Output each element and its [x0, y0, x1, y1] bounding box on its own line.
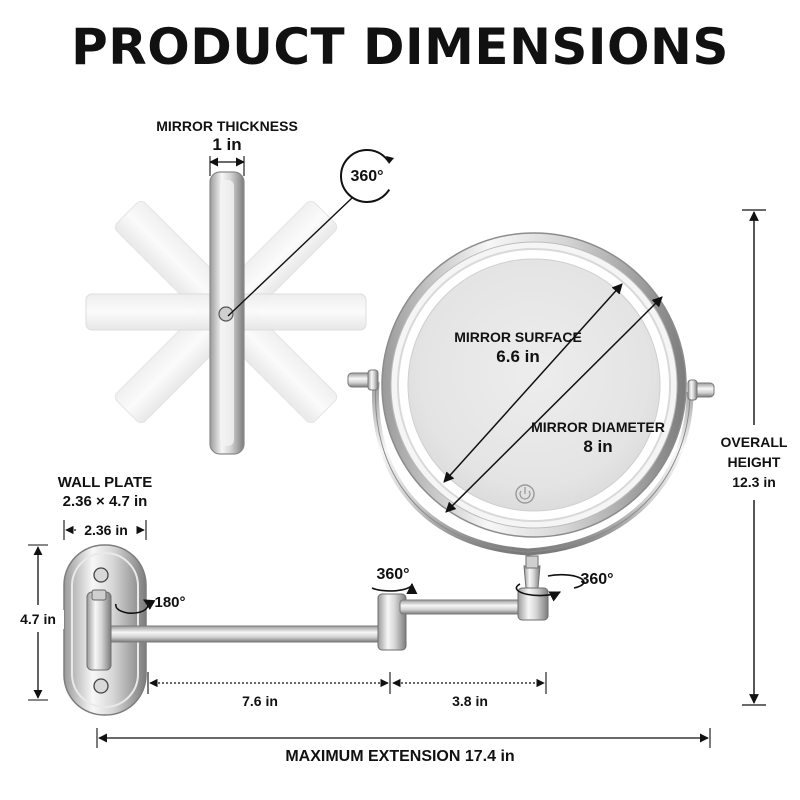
overall-height-label-line1: OVERALL	[720, 434, 788, 450]
rotation-leader-line	[227, 197, 353, 317]
wall-plate-height-value: 4.7 in	[12, 610, 64, 629]
max-extension-label: MAXIMUM EXTENSION 17.4 in	[285, 748, 515, 765]
overall-height-value: 12.3 in	[732, 474, 776, 490]
rotate-arrow-icon	[371, 582, 418, 595]
page-title: PRODUCT DIMENSIONS	[71, 18, 729, 76]
mirror-diameter-line	[445, 296, 663, 513]
mirror-diameter-value: 8 in	[583, 437, 613, 456]
rotate-arrow-icon	[340, 149, 397, 203]
rotate-arrow-icon	[115, 599, 156, 614]
arm-length-1-value: 7.6 in	[242, 693, 278, 709]
wall-plate-height-dimension	[28, 544, 48, 701]
swing-arm	[86, 555, 549, 671]
thickness-dimension	[209, 156, 245, 176]
elbow-rotation-label: 360°	[376, 566, 410, 583]
wall-plate-width-value: 2.36 in	[76, 521, 136, 540]
max-extension-dimension	[96, 728, 711, 748]
mirror-thickness-value: 1 in	[212, 135, 242, 154]
mirror-surface-value: 6.6 in	[496, 347, 540, 366]
overall-height-label-line2: HEIGHT	[727, 454, 781, 470]
mirror-surface-label: MIRROR SURFACE	[454, 329, 582, 345]
mirror-diameter-label: MIRROR DIAMETER	[531, 419, 665, 435]
mirror-side-view	[209, 171, 245, 455]
rotation-360-label: 360°	[350, 168, 384, 185]
rotation-180-label: 180°	[154, 594, 186, 611]
mirror-thickness-label: MIRROR THICKNESS	[156, 118, 298, 134]
mirror-front-view	[347, 232, 715, 556]
arm-length-dimensions	[147, 672, 547, 694]
arm-length-2-value: 3.8 in	[452, 693, 488, 709]
rotate-arrow-icon	[515, 573, 585, 602]
wall-plate-label: WALL PLATE	[57, 474, 153, 491]
wall-plate-value: 2.36 × 4.7 in	[62, 493, 148, 510]
overall-height-dimension	[742, 209, 766, 706]
base-rotation-label: 360°	[580, 571, 614, 588]
